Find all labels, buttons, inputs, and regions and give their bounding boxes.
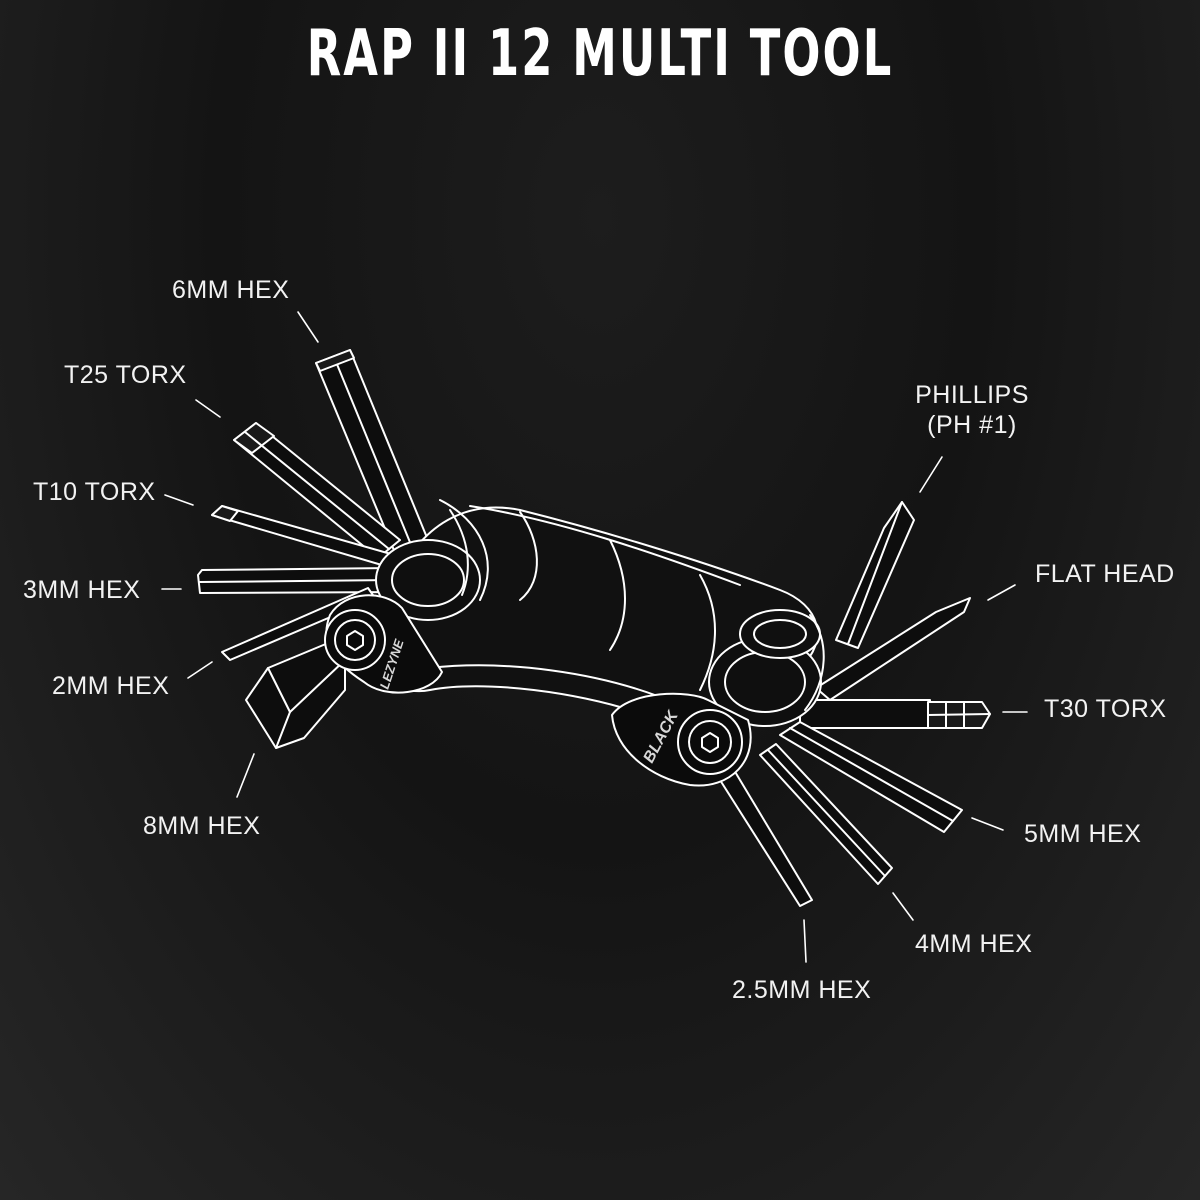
- leader-line-hex-2mm: [187, 661, 213, 679]
- torx-t30-bit: [799, 699, 991, 729]
- label-torx-t25: T25 TORX: [64, 361, 187, 389]
- hex-5mm-bit: [779, 721, 963, 833]
- label-torx-t30: T30 TORX: [1044, 695, 1167, 723]
- leader-line-torx-t10: [164, 494, 194, 506]
- leader-line-hex-2-5mm: [803, 919, 807, 963]
- label-phillips-line2: (PH #1): [927, 411, 1017, 439]
- leader-line-flat-head: [987, 584, 1016, 601]
- right-side-plate: [611, 692, 752, 787]
- left-side-plate: [324, 594, 443, 694]
- flat-head-bit: [815, 597, 971, 701]
- label-hex-8mm: 8MM HEX: [143, 812, 261, 840]
- hex-4mm-bit: [759, 743, 893, 885]
- phillips-bit: [835, 501, 915, 649]
- hex-8mm-bit: [245, 635, 346, 749]
- label-phillips: PHILLIPS (PH #1): [880, 380, 1064, 440]
- leader-line-hex-5mm: [971, 817, 1004, 831]
- leader-line-hex-8mm: [236, 753, 255, 798]
- leader-line-hex-6mm: [297, 311, 319, 343]
- label-hex-6mm: 6MM HEX: [172, 276, 290, 304]
- page-title: RAP II 12 MULTI TOOL: [306, 17, 894, 91]
- label-hex-3mm: 3MM HEX: [23, 576, 141, 604]
- leader-line-phillips: [919, 456, 943, 493]
- label-flat-head: FLAT HEAD: [1035, 560, 1175, 588]
- left-pivot: [375, 499, 489, 621]
- label-hex-4mm: 4MM HEX: [915, 930, 1033, 958]
- leader-line-torx-t25: [195, 399, 221, 418]
- label-hex-2mm: 2MM HEX: [52, 672, 170, 700]
- label-torx-t10: T10 TORX: [33, 478, 156, 506]
- label-phillips-line1: PHILLIPS: [915, 381, 1029, 409]
- label-hex-5mm: 5MM HEX: [1024, 820, 1142, 848]
- right-pivot: [708, 609, 825, 727]
- torx-t25-bit: [233, 422, 401, 559]
- leader-line-hex-4mm: [892, 892, 914, 921]
- label-hex-2-5mm: 2.5MM HEX: [732, 976, 872, 1004]
